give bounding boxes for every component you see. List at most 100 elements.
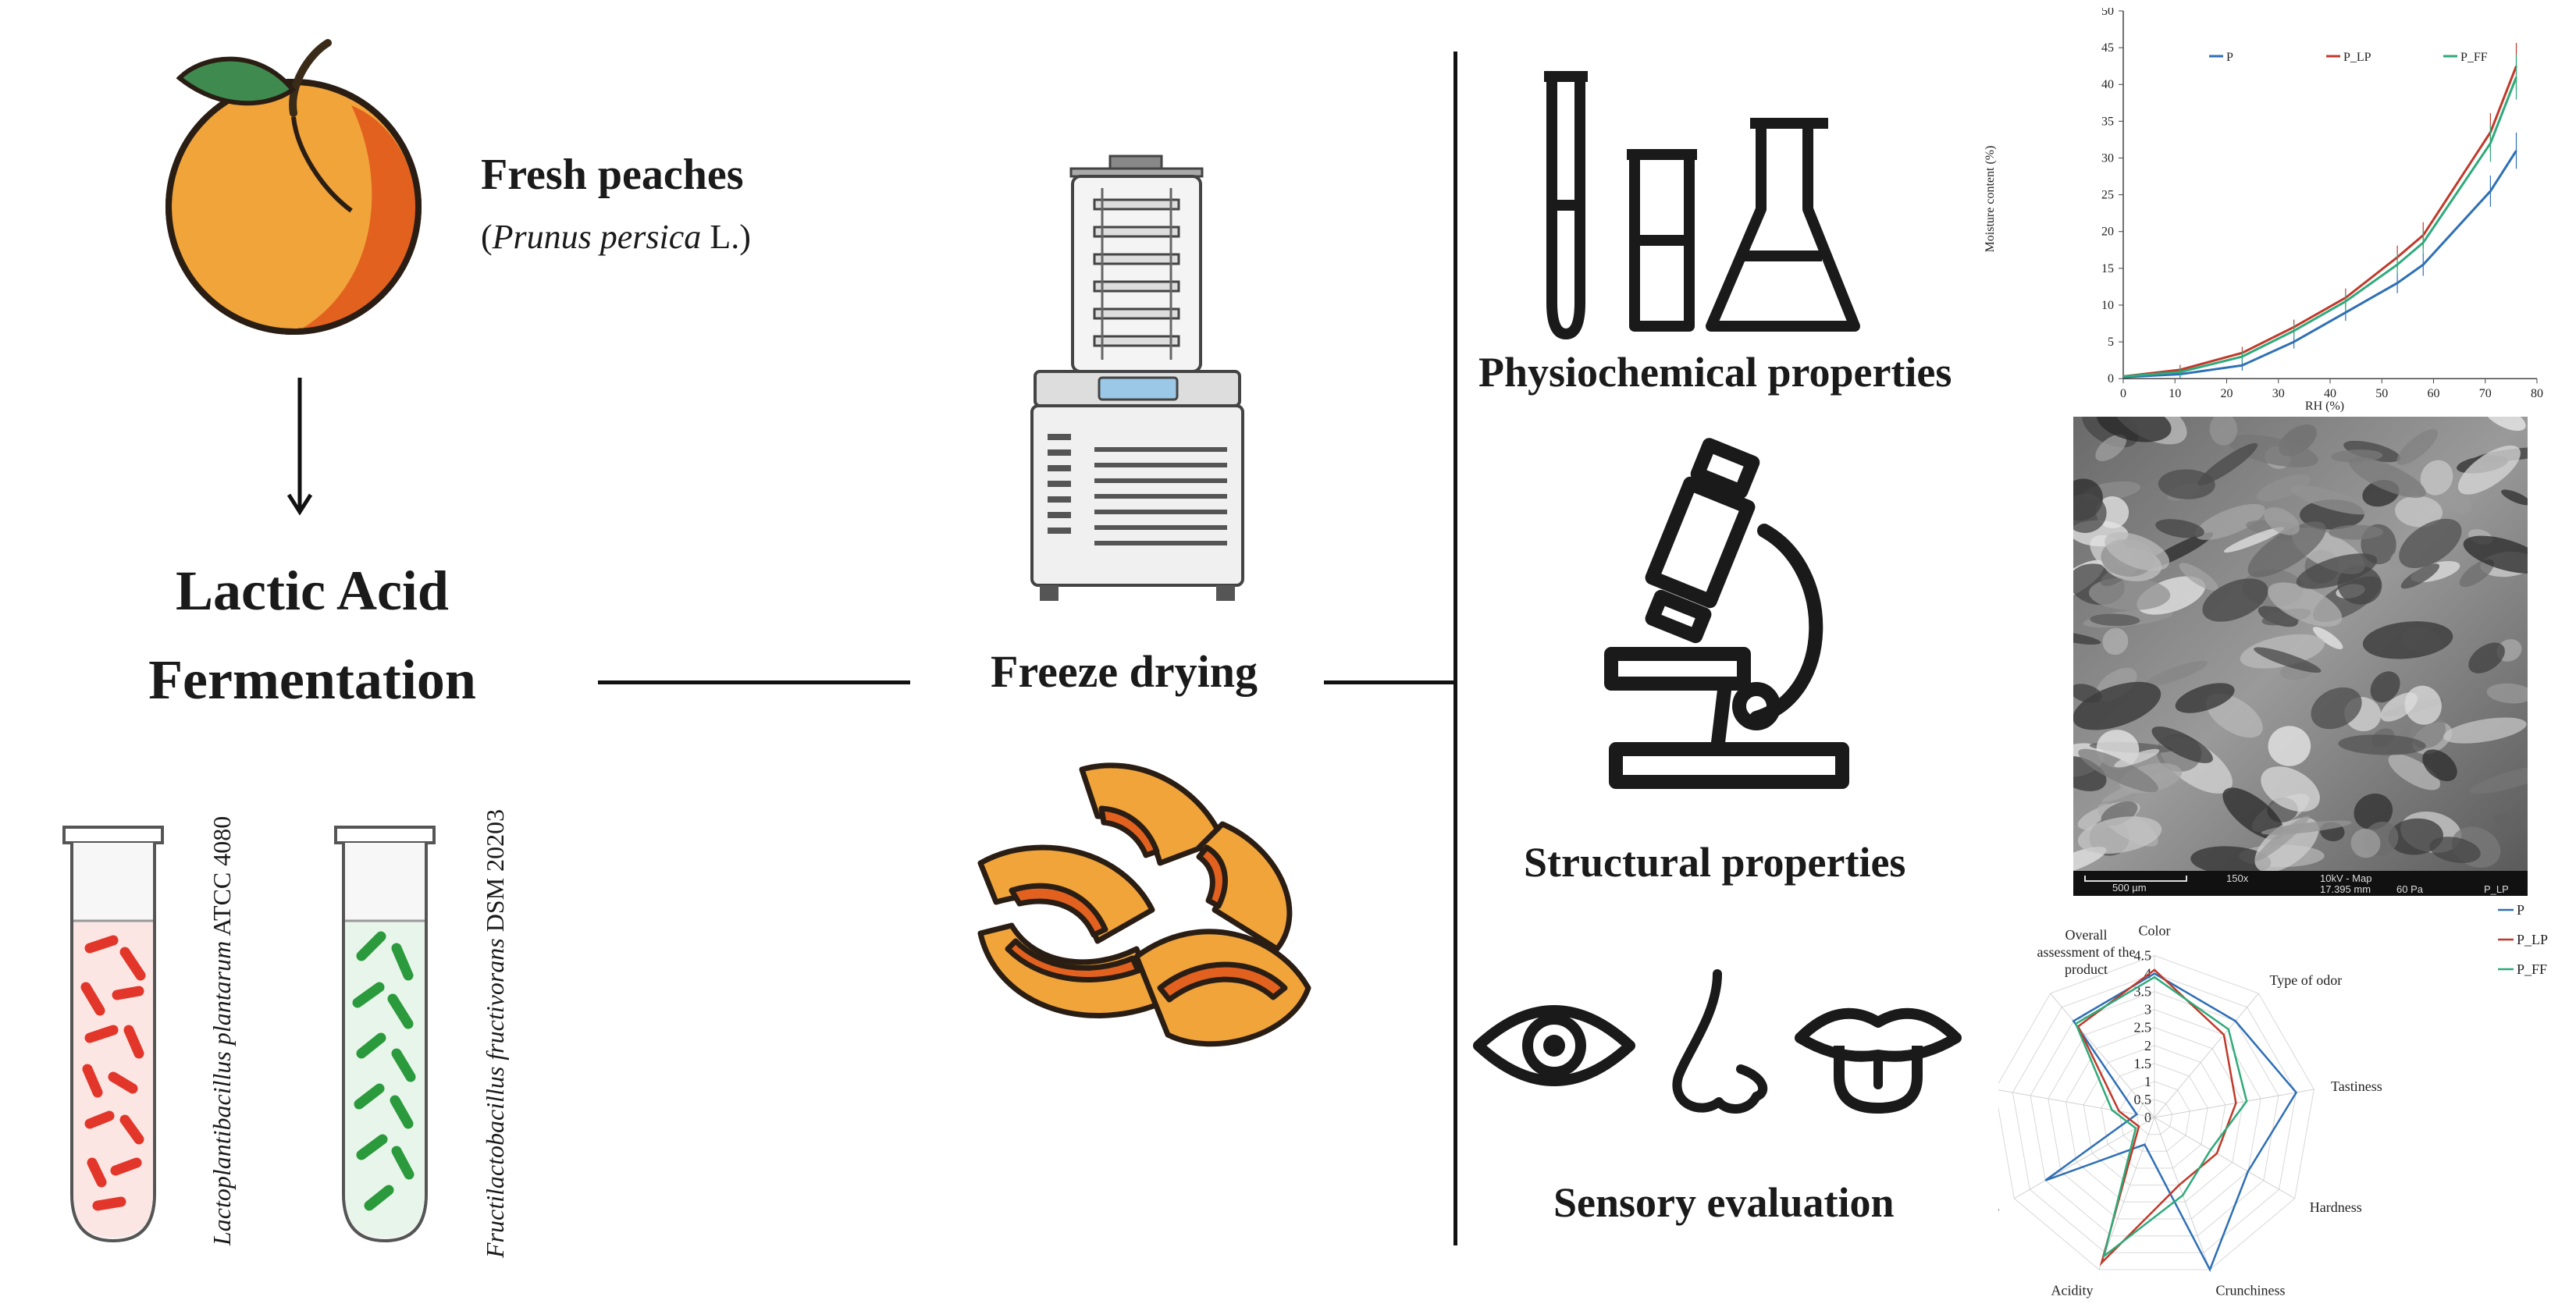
sem-flake: [2400, 563, 2440, 589]
sem-flake: [2493, 813, 2528, 832]
lab-glassware-icon: [1544, 71, 1860, 339]
radar-spoke: [2154, 993, 2259, 1118]
y-tick-label: 45: [2101, 41, 2114, 55]
sem-flake: [2077, 816, 2162, 854]
bacteria-rods-red: [80, 935, 146, 1211]
species-name: (Prunus persica L.): [481, 218, 751, 256]
strain-label-ff: Fructilactobacillus fructivorans DSM 202…: [481, 808, 509, 1258]
test-tube-lp-icon: [62, 826, 164, 1243]
x-axis-label: RH (%): [2305, 400, 2344, 413]
x-tick-label: 10: [2169, 387, 2181, 400]
legend-label: P_FF: [2460, 51, 2488, 64]
sem-flake: [2151, 726, 2213, 763]
radar-axis-label: Hardness: [2310, 1199, 2362, 1215]
sem-flake: [2362, 621, 2453, 659]
sem-micrograph-image: [2073, 417, 2528, 871]
x-tick-label: 60: [2428, 387, 2440, 400]
sem-flake: [2114, 748, 2160, 768]
x-tick-label: 70: [2479, 387, 2492, 400]
y-axis-label: Moisture content (%): [1984, 146, 1997, 253]
sem-flake: [2073, 493, 2107, 533]
connector-line-right: [1324, 680, 1455, 684]
sem-flake: [2404, 685, 2442, 725]
radar-axis-label: Acidity: [2051, 1283, 2094, 1299]
radar-tick-label: 1: [2144, 1074, 2151, 1089]
sem-scale-bar-line: [2084, 876, 2187, 882]
radar-spoke: [2098, 1117, 2155, 1270]
lactic-title-line2: Fermentation: [148, 648, 476, 711]
sem-magnification: 150x: [2226, 872, 2249, 884]
lactic-title-line1: Lactic Acid: [176, 560, 449, 622]
radar-axis-label-line: Overall: [2065, 927, 2107, 943]
radar-axis-label-line: assessment of the: [2037, 944, 2135, 960]
sem-flake: [2457, 445, 2521, 495]
sem-flake: [2370, 671, 2400, 703]
y-tick-label: 25: [2101, 189, 2114, 202]
sem-flake: [2097, 417, 2172, 442]
y-tick-label: 40: [2101, 78, 2114, 91]
legend-label: P: [2226, 51, 2233, 64]
radar-tick-label: 4: [2144, 966, 2151, 982]
sem-flake: [2175, 683, 2235, 713]
sem-flake: [2264, 506, 2300, 535]
sensory-evaluation-label: Sensory evaluation: [1553, 1179, 1895, 1226]
sem-flake: [2155, 519, 2204, 538]
sem-flake: [2468, 642, 2505, 673]
y-tick-label: 30: [2101, 151, 2114, 165]
sem-flake: [2501, 489, 2528, 506]
radar-series-p-ff: [2074, 975, 2248, 1259]
physiochemical-properties-label: Physiochemical properties: [1478, 349, 1952, 396]
radar-axis-label-line: product: [2065, 961, 2108, 977]
radar-grid-ring: [2065, 1027, 2244, 1203]
sem-flake: [2469, 765, 2528, 794]
sem-flake: [2095, 434, 2127, 461]
nose-icon: [1672, 969, 1768, 1114]
peach-icon: [165, 39, 422, 335]
y-tick-label: 5: [2108, 336, 2114, 349]
structural-properties-label: Structural properties: [1524, 839, 1906, 886]
sem-pressure: 60 Pa: [2396, 883, 2423, 895]
y-tick-label: 15: [2101, 262, 2114, 275]
freeze-drying-label: Freeze drying: [991, 646, 1258, 697]
sem-flake: [2290, 485, 2371, 515]
sem-flake: [2311, 687, 2362, 730]
bacteria-rods-green: [352, 931, 416, 1211]
freeze-dryer-icon: [1030, 155, 1244, 601]
sem-sample-label: P_LP: [2484, 883, 2509, 895]
sem-flake: [2354, 793, 2393, 830]
radar-tick-label: 3.5: [2134, 984, 2152, 1000]
sem-flake: [2396, 428, 2438, 465]
peach-slices-icon: [977, 762, 1311, 1047]
radar-grid-ring: [2030, 991, 2279, 1237]
radar-legend-label: P_LP: [2517, 932, 2548, 947]
x-tick-label: 80: [2531, 387, 2543, 400]
radar-tick-label: 0: [2144, 1110, 2151, 1125]
x-tick-label: 0: [2120, 387, 2126, 400]
sem-flake: [2073, 684, 2102, 703]
sem-distance: 17.395 mm: [2320, 883, 2371, 895]
sem-flake: [2222, 787, 2285, 840]
x-tick-label: 50: [2375, 387, 2388, 400]
radar-tick-label: 0.5: [2134, 1092, 2152, 1107]
sem-flake: [2223, 527, 2285, 553]
sem-flake: [2254, 647, 2322, 673]
radar-grid-ring: [2136, 1099, 2173, 1135]
lactic-acid-fermentation-title: Lactic Acid Fermentation: [117, 546, 507, 724]
sem-flake: [2312, 627, 2343, 649]
radar-grid-ring: [2048, 1009, 2261, 1220]
radar-tick-label: 2.5: [2134, 1020, 2152, 1036]
radar-grid-ring: [1998, 954, 2314, 1270]
radar-series-p-lp: [2076, 968, 2237, 1267]
sem-voltage-mode: 10kV - Map: [2320, 872, 2372, 884]
sem-flake: [2254, 815, 2310, 862]
radar-grid-ring: [2119, 1081, 2190, 1152]
sem-flake: [2090, 613, 2140, 627]
sem-flake: [2105, 532, 2170, 571]
radar-axis-label: Crunchiness: [2215, 1283, 2285, 1299]
radar-tick-label: 2: [2144, 1038, 2151, 1053]
sem-flake: [2395, 496, 2443, 528]
sem-flake: [2073, 847, 2107, 871]
sem-flake: [2350, 828, 2381, 858]
